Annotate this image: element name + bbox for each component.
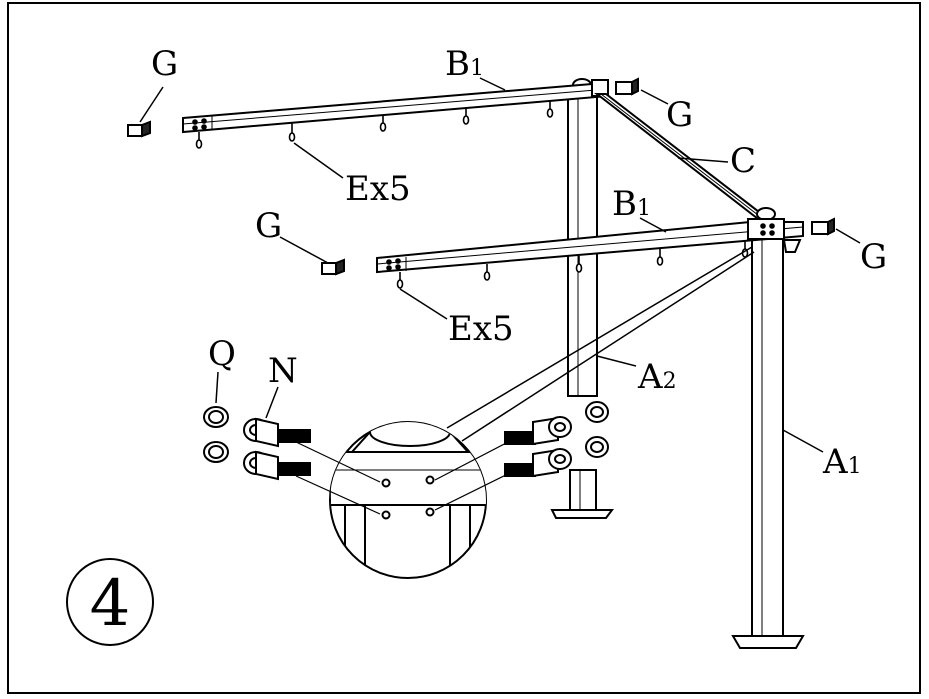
label-n: N	[268, 351, 298, 391]
label-q: Q	[208, 334, 236, 374]
bolts-n-left	[243, 417, 381, 515]
caps-q-left	[203, 406, 229, 463]
hooks-front-beam	[396, 241, 749, 289]
label-a2: A2	[637, 357, 677, 397]
endcap-g-mid-left	[321, 258, 345, 276]
label-g-mid-left: G	[255, 206, 282, 246]
post-a1	[731, 207, 805, 649]
caps-q-right	[585, 401, 609, 458]
bolts-n-right	[434, 416, 572, 511]
label-b1-top: B1	[445, 44, 484, 84]
label-c: C	[730, 141, 756, 181]
label-a1: A1	[822, 442, 862, 482]
label-ex5-top: Ex5	[345, 169, 411, 209]
endcap-g-top-right	[615, 77, 639, 96]
endcap-g-mid-right	[811, 217, 835, 236]
page-frame	[7, 2, 921, 694]
step-badge: 4	[66, 558, 154, 646]
hooks-top-beam	[195, 101, 554, 149]
magnifier-callout	[329, 246, 755, 579]
part-labels: G B1 G C Ex5 G B1 G Ex5 Q N A2 A1	[151, 44, 887, 482]
label-g-mid-right: G	[860, 237, 887, 277]
label-b1-mid: B1	[612, 184, 651, 224]
label-ex5-bottom: Ex5	[448, 309, 514, 349]
leader-lines	[139, 77, 861, 453]
label-g-top-left: G	[151, 44, 178, 84]
beam-b1-top	[182, 79, 609, 134]
endcap-g-top-left	[127, 120, 151, 138]
step-number: 4	[90, 567, 131, 641]
beam-b1-front	[376, 218, 804, 274]
label-g-top-right: G	[666, 95, 693, 135]
